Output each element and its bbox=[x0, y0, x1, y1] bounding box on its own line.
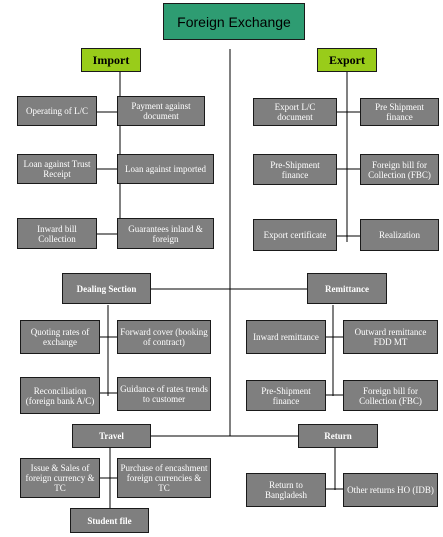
return-other-ho-idb: Other returns HO (IDB) bbox=[343, 473, 438, 507]
export-lc-document: Export L/C document bbox=[253, 98, 337, 126]
dealing-guidance-of-rates: Guidance of rates trends to customer bbox=[117, 377, 211, 411]
export-realization: Realization bbox=[360, 219, 439, 251]
travel-heading: Travel bbox=[72, 424, 151, 448]
import-loan-against-imported: Loan against imported bbox=[117, 154, 214, 184]
import-loan-trust-receipt: Loan against Trust Receipt bbox=[17, 154, 97, 184]
remittance-foreign-bill-collection: Foreign bill for Collection (FBC) bbox=[343, 380, 438, 411]
import-payment-against-document: Payment against document bbox=[117, 96, 205, 126]
remittance-outward: Outward remittance FDD MT bbox=[343, 320, 438, 354]
remittance-pre-shipment-finance: Pre-Shipment finance bbox=[246, 380, 326, 411]
page-title: Foreign Exchange bbox=[163, 3, 305, 40]
export-foreign-bill-collection: Foreign bill for Collection (FBC) bbox=[360, 154, 439, 185]
return-heading: Return bbox=[298, 424, 378, 448]
dealing-quoting-rates: Quoting rates of exchange bbox=[20, 320, 100, 354]
export-heading: Export bbox=[317, 48, 377, 72]
return-to-bangladesh: Return to Bangladesh bbox=[246, 473, 326, 507]
dealing-section-heading: Dealing Section bbox=[62, 273, 151, 304]
dealing-reconciliation: Reconciliation (foreign bank A/C) bbox=[20, 377, 100, 414]
remittance-heading: Remittance bbox=[307, 273, 387, 304]
travel-student-file: Student file bbox=[70, 508, 149, 533]
travel-purchase-encashment: Purchase of encashment foreign currencie… bbox=[117, 458, 211, 498]
import-operating-lc: Operating of L/C bbox=[17, 96, 97, 126]
travel-issue-sales: Issue & Sales of foreign currency & TC bbox=[20, 458, 100, 498]
import-inward-bill-collection: Inward bill Collection bbox=[17, 218, 97, 249]
dealing-forward-cover: Forward cover (booking of contract) bbox=[117, 320, 211, 354]
remittance-inward: Inward remittance bbox=[246, 320, 326, 354]
import-guarantees: Guarantees inland & foreign bbox=[117, 218, 214, 249]
export-certificate: Export certificate bbox=[253, 219, 337, 251]
export-pre-shipment-finance-2: Pre-Shipment finance bbox=[253, 154, 337, 185]
import-heading: Import bbox=[81, 48, 141, 72]
export-pre-shipment-finance: Pre Shipment finance bbox=[360, 98, 439, 126]
